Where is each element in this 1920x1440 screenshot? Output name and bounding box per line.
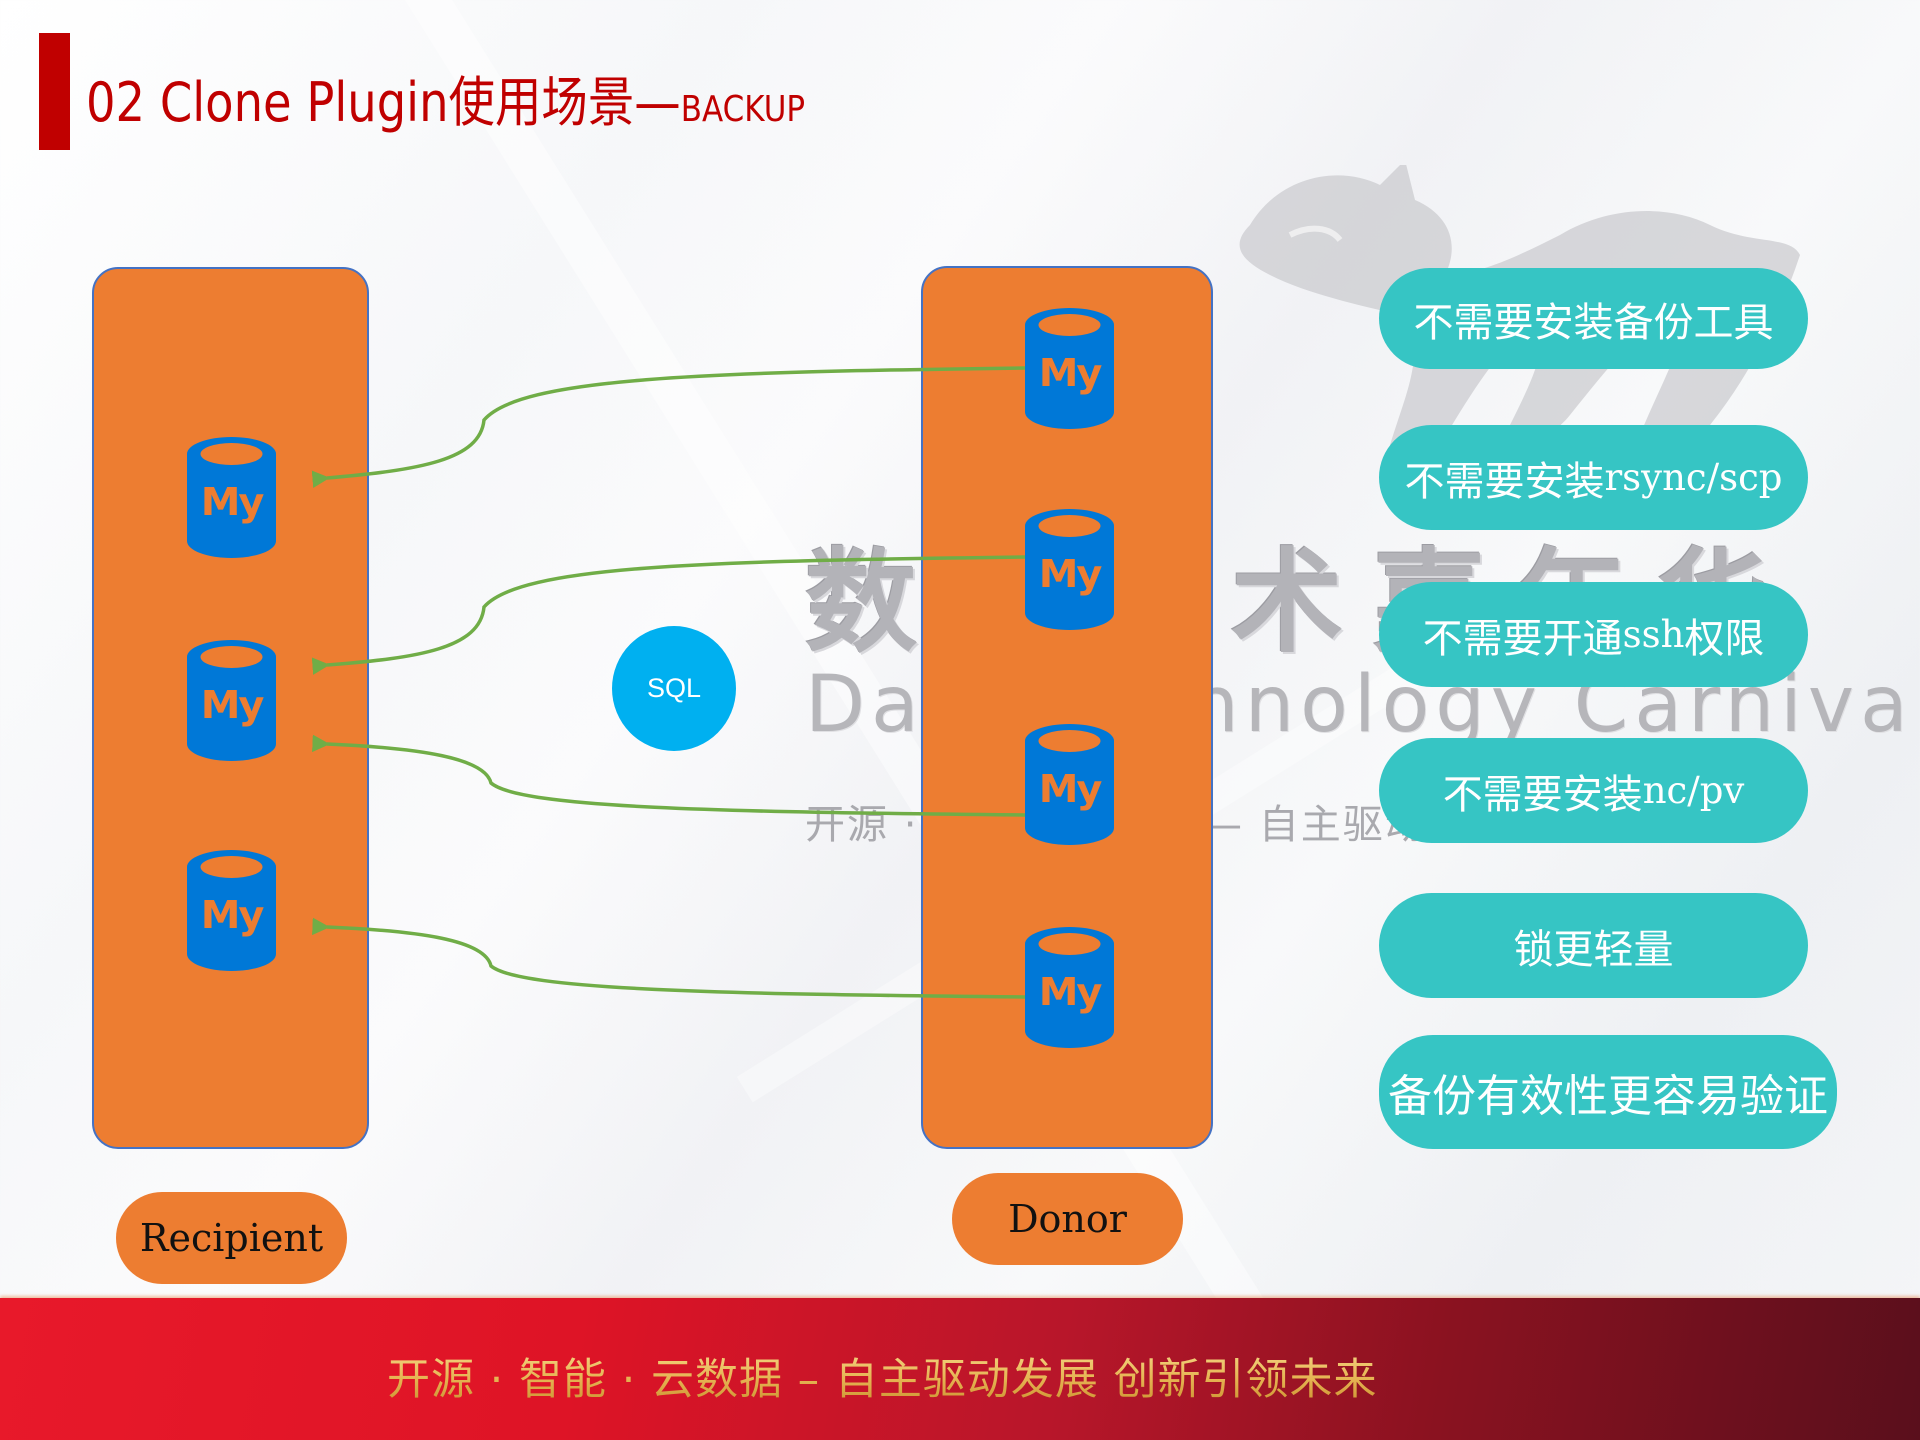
recipient-mysql-database-icon: My [187, 437, 276, 558]
feature-text-latin: nc/pv [1642, 769, 1745, 812]
feature-text: 不需要安装备份工具 [1413, 299, 1774, 346]
mysql-logo-text: My [1038, 552, 1103, 596]
donor-mysql-database-icon: My [1025, 927, 1114, 1048]
donor-mysql-database-icon: My [1025, 509, 1114, 630]
page-title: 02 Clone Plugin使用场景—BACKUP [86, 58, 805, 137]
mysql-logo-text: My [1038, 970, 1103, 1014]
page-title-dash: — [634, 71, 681, 134]
feature-text: 不需要安装 [1442, 771, 1643, 818]
donor-mysql-database-icon: My [1025, 308, 1114, 429]
feature-no-backup-tool: 不需要安装备份工具 [1379, 268, 1808, 369]
mysql-logo-text: My [200, 683, 265, 727]
mysql-logo-text: My [200, 480, 265, 524]
recipient-label: Recipient [116, 1192, 347, 1284]
feature-text: 不需要安装 [1404, 458, 1605, 505]
footer-banner [0, 1298, 1920, 1440]
mysql-logo-text: My [1038, 351, 1103, 395]
footer-slogan: 开源 · 智能 · 云数据 – 自主驱动发展 创新引领未来 [387, 1345, 1378, 1407]
feature-lighter-lock: 锁更轻量 [1379, 893, 1808, 998]
recipient-mysql-database-icon: My [187, 850, 276, 971]
title-accent-bar [39, 33, 70, 150]
page-title-main: 02 Clone Plugin使用场景 [86, 71, 635, 134]
feature-text-suffix: 权限 [1684, 615, 1765, 662]
donor-mysql-database-icon: My [1025, 724, 1114, 845]
mysql-logo-text: My [200, 893, 265, 937]
feature-text-latin: ssh [1622, 613, 1685, 656]
feature-easier-backup-verification: 备份有效性更容易验证 [1379, 1035, 1837, 1149]
feature-text: 备份有效性更容易验证 [1388, 1071, 1828, 1122]
mysql-logo-text: My [1038, 767, 1103, 811]
feature-text: 不需要开通 [1422, 615, 1623, 662]
feature-text: 锁更轻量 [1513, 926, 1674, 973]
page-title-sub: BACKUP [680, 89, 806, 130]
feature-text-latin: rsync/scp [1604, 456, 1783, 499]
sql-protocol-bubble: SQL [612, 626, 736, 751]
donor-label: Donor [952, 1173, 1183, 1265]
recipient-mysql-database-icon: My [187, 640, 276, 761]
